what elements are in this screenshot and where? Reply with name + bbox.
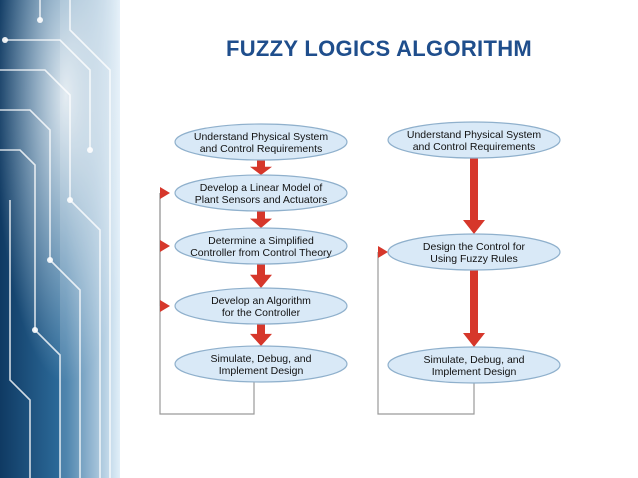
left-node-shape-4 <box>174 287 348 325</box>
left-flow-arrow-1 <box>250 160 272 175</box>
left-feedback-arrow-3 <box>160 300 170 312</box>
left-node-shape-1 <box>174 123 348 161</box>
right-node-shape-1 <box>387 121 561 159</box>
left-node-2-label-line-1: Develop a Linear Model of <box>200 182 323 194</box>
right-feedback-arrow-1 <box>378 246 388 258</box>
left-feedback-arrow-2 <box>160 240 170 252</box>
circuit-board-side-panel <box>0 0 120 478</box>
left-node-shape-5 <box>174 345 348 383</box>
right-node-shape-3 <box>387 346 561 384</box>
right-flow-arrow-2 <box>463 270 485 347</box>
left-node-5-label-line-2: Implement Design <box>219 365 304 377</box>
left-node-shape-3 <box>174 227 348 265</box>
left-flow-arrow-3 <box>250 264 272 288</box>
right-node-1-label-line-2: and Control Requirements <box>413 141 536 153</box>
right-node-3-label-line-2: Implement Design <box>432 366 517 378</box>
right-node-shape-2 <box>387 233 561 271</box>
left-node-3-label-line-1: Determine a Simplified <box>208 235 314 247</box>
right-node-2-label-line-2: Using Fuzzy Rules <box>430 253 518 265</box>
left-flow-arrow-2 <box>250 211 272 228</box>
left-node-1-label-line-2: and Control Requirements <box>200 143 323 155</box>
right-node-2-label-line-1: Design the Control for <box>423 241 526 253</box>
right-feedback-line <box>377 252 475 415</box>
slide-title: FUZZY LOGICS ALGORITHM <box>225 36 533 61</box>
right-flow-arrow-1 <box>463 158 485 234</box>
left-node-1-label-line-1: Understand Physical System <box>194 131 328 143</box>
right-node-3-label-line-1: Simulate, Debug, and <box>424 354 525 366</box>
left-node-shape-2 <box>174 174 348 212</box>
left-feedback-arrow-1 <box>160 187 170 199</box>
left-node-3-label-line-2: Controller from Control Theory <box>190 247 332 259</box>
right-node-1-label-line-1: Understand Physical System <box>407 129 541 141</box>
left-node-4-label-line-1: Develop an Algorithm <box>211 295 311 307</box>
left-node-5-label-line-1: Simulate, Debug, and <box>211 353 312 365</box>
left-flow-arrow-4 <box>250 324 272 346</box>
left-node-4-label-line-2: for the Controller <box>222 307 301 319</box>
left-node-2-label-line-2: Plant Sensors and Actuators <box>195 194 328 206</box>
